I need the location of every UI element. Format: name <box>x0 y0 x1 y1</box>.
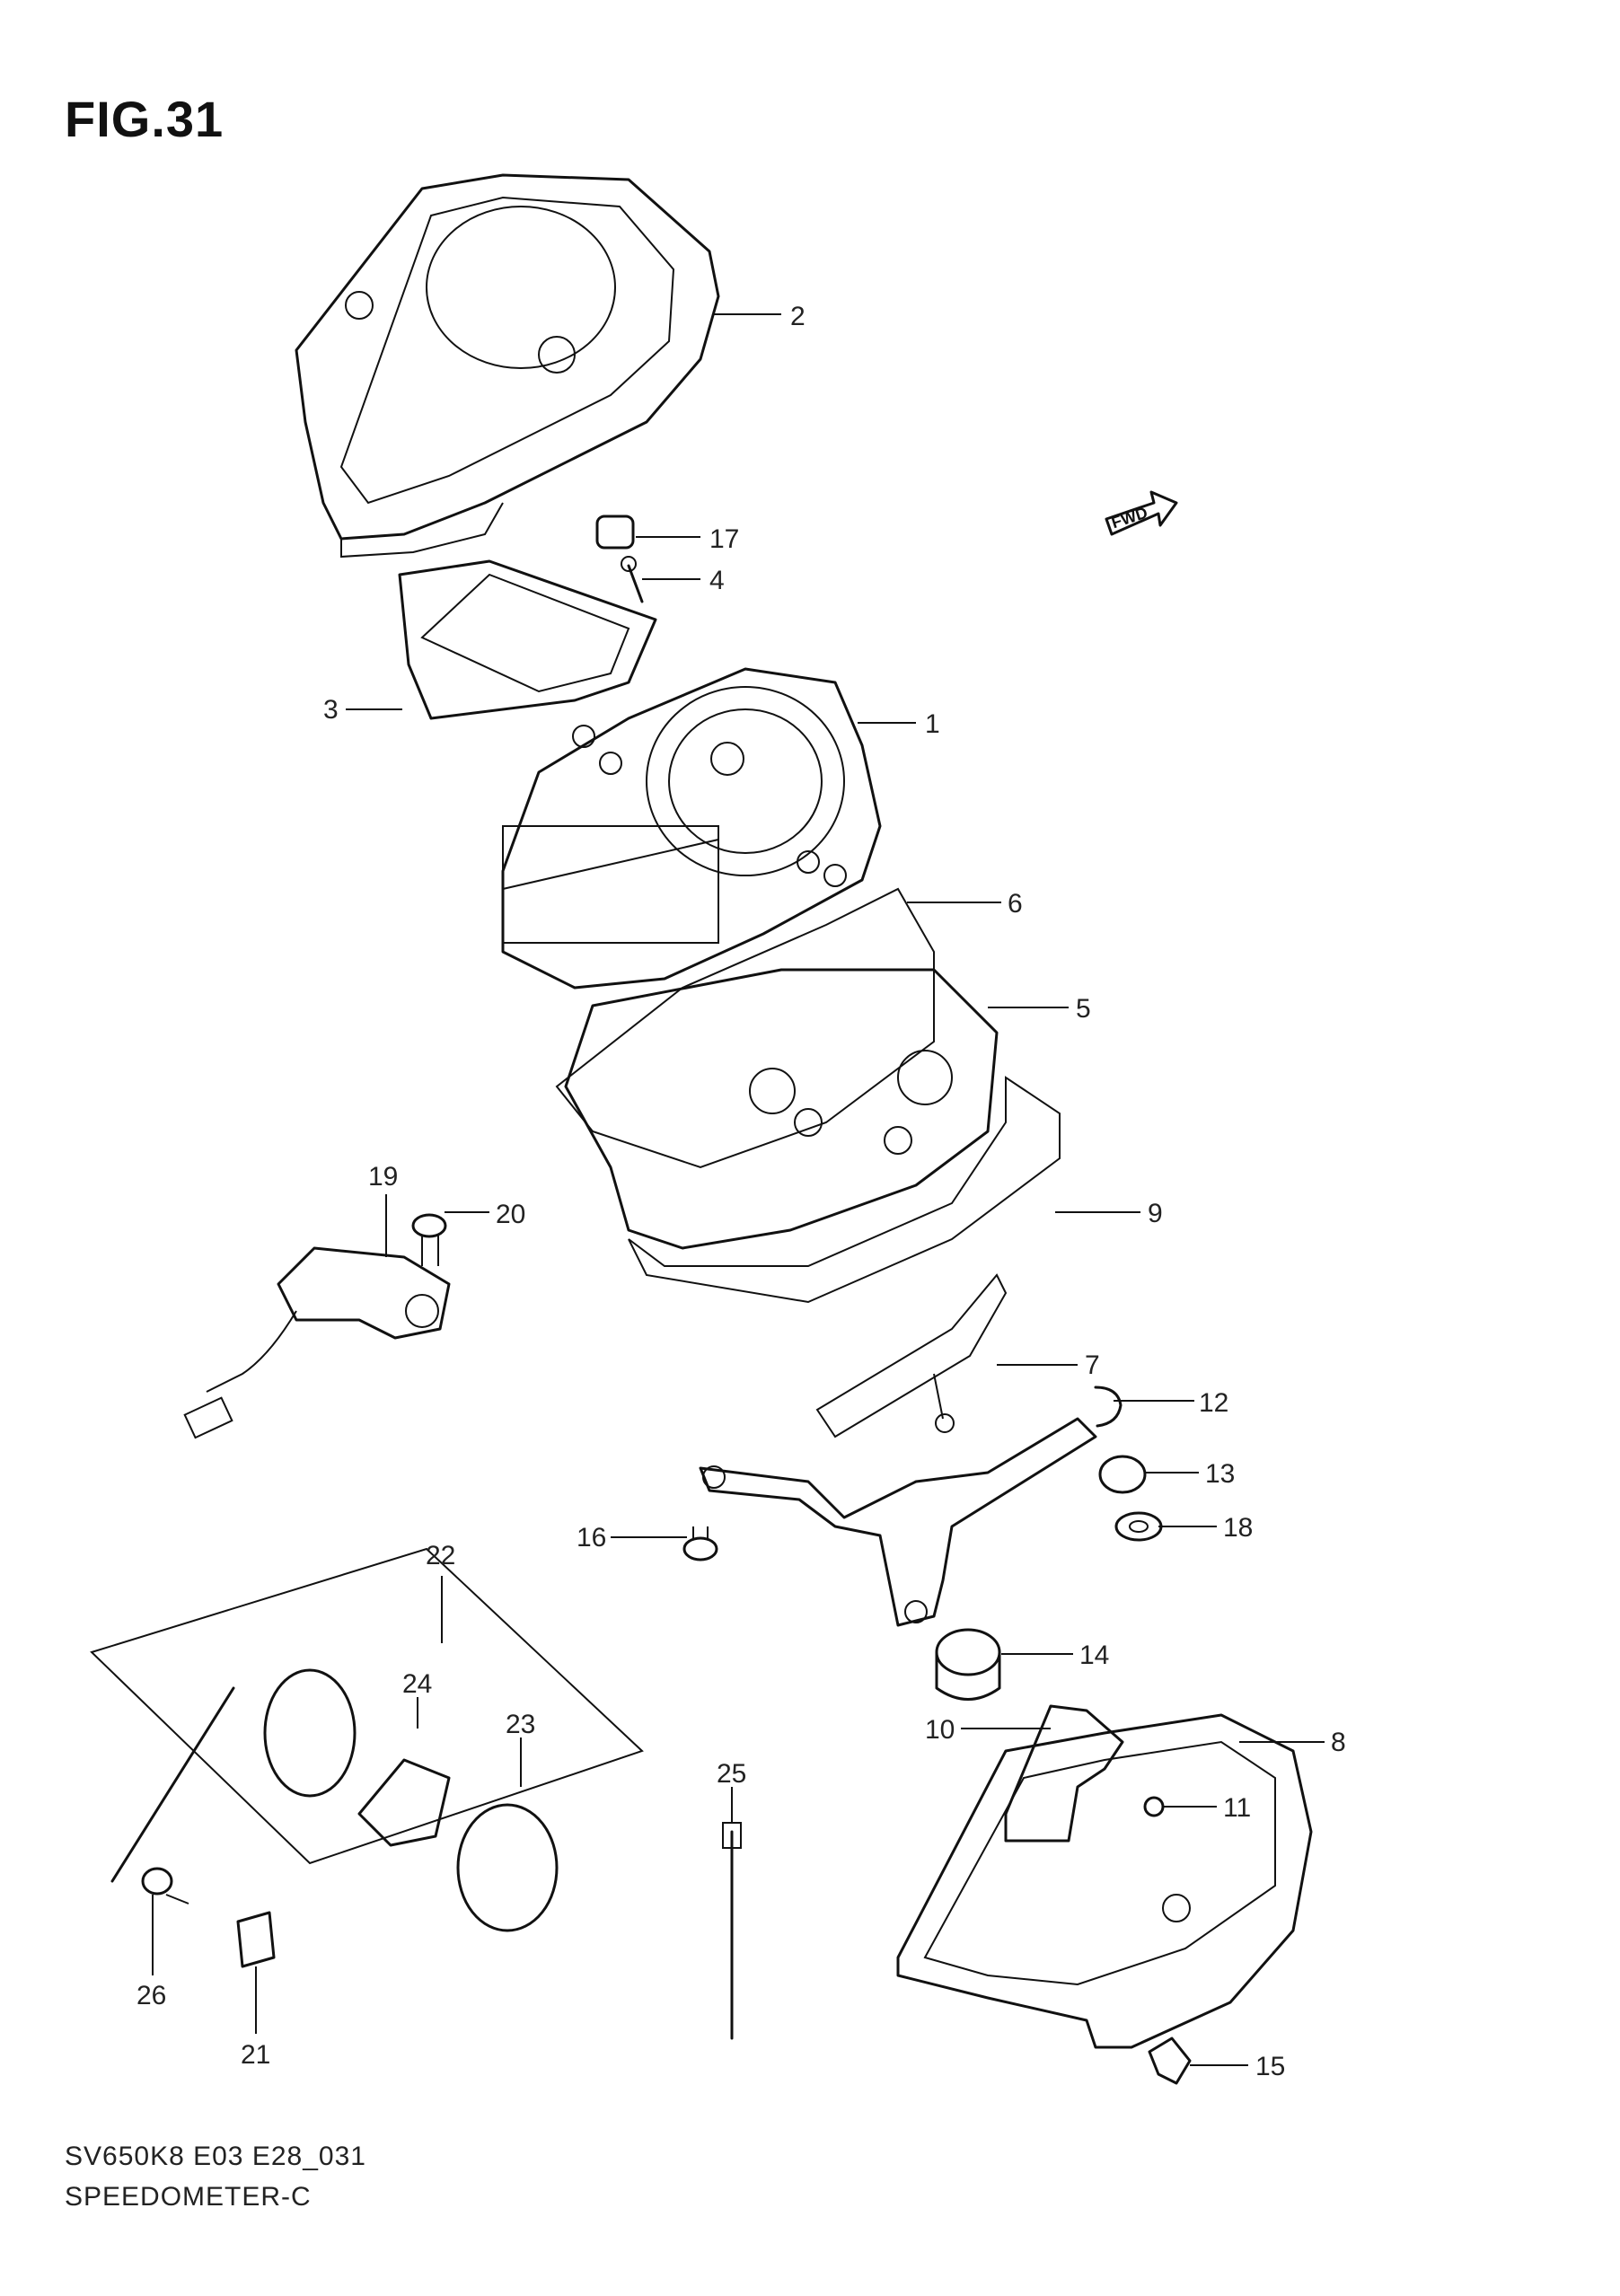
part-26-bolt <box>141 1867 189 1905</box>
callout-5: 5 <box>1076 994 1091 1024</box>
part-1-meter-assembly <box>501 667 882 990</box>
callout-26: 26 <box>136 1981 166 2010</box>
callout-8: 8 <box>1331 1728 1346 1757</box>
callout-7: 7 <box>1085 1350 1100 1380</box>
callout-24: 24 <box>402 1669 432 1699</box>
part-15-clip <box>1148 2036 1192 2085</box>
callout-15: 15 <box>1255 2052 1285 2081</box>
part-17-grommet <box>595 515 635 550</box>
callout-21: 21 <box>241 2040 270 2070</box>
callout-14: 14 <box>1079 1641 1109 1670</box>
part-4-screw <box>621 556 644 603</box>
callout-22: 22 <box>426 1541 455 1570</box>
seal-strip <box>815 1273 1008 1438</box>
callout-10: 10 <box>925 1715 955 1745</box>
part-9-seal <box>628 1076 1061 1304</box>
callout-3: 3 <box>323 695 339 725</box>
section-name: SPEEDOMETER-C <box>65 2182 312 2212</box>
callout-17: 17 <box>709 524 739 554</box>
part-21-clip <box>236 1911 276 1968</box>
part-16-bolt <box>682 1526 718 1561</box>
part-11-screw <box>1143 1796 1165 1817</box>
figure-title: FIG.31 <box>65 91 225 147</box>
part-18-washer <box>1114 1511 1163 1542</box>
part-14-cushion <box>935 1628 1001 1701</box>
part-5-lower-case <box>564 968 999 1250</box>
callout-2: 2 <box>790 302 806 331</box>
callout-labels: 2 17 4 3 1 6 5 9 19 20 7 12 13 18 16 22 … <box>136 302 1346 2081</box>
callout-4: 4 <box>709 566 725 595</box>
meter-bracket <box>699 1417 1097 1627</box>
callout-11: 11 <box>1223 1793 1251 1823</box>
part-8-lower-cover <box>896 1713 1313 2049</box>
part-13-grommet <box>1098 1455 1147 1494</box>
callout-9: 9 <box>1148 1199 1163 1228</box>
callout-16: 16 <box>577 1523 606 1553</box>
part-2-meter-cover <box>295 173 720 559</box>
callout-1: 1 <box>925 709 940 739</box>
callout-25: 25 <box>717 1759 746 1789</box>
part-7-screw <box>933 1373 955 1433</box>
part-3-lens <box>398 559 657 720</box>
part-25-cable-tie <box>722 1822 742 2040</box>
part-10-bracket <box>1004 1704 1124 1843</box>
callout-6: 6 <box>1008 889 1023 919</box>
part-22-socket-kit <box>90 1547 644 1932</box>
part-6-gasket <box>555 887 935 1169</box>
callout-12: 12 <box>1199 1388 1228 1418</box>
callout-13: 13 <box>1205 1459 1235 1489</box>
part-19-sensor-assembly <box>183 1246 451 1439</box>
model-code: SV650K8 E03 E28_031 <box>65 2142 366 2171</box>
callout-18: 18 <box>1223 1513 1253 1543</box>
fwd-arrow-icon: FWD <box>1105 490 1178 536</box>
leader-lines <box>152 313 1325 2066</box>
part-20-bolt <box>411 1213 447 1266</box>
callout-20: 20 <box>496 1200 525 1229</box>
part-12-clip <box>1094 1386 1123 1428</box>
callout-19: 19 <box>368 1162 398 1192</box>
callout-23: 23 <box>506 1710 535 1739</box>
